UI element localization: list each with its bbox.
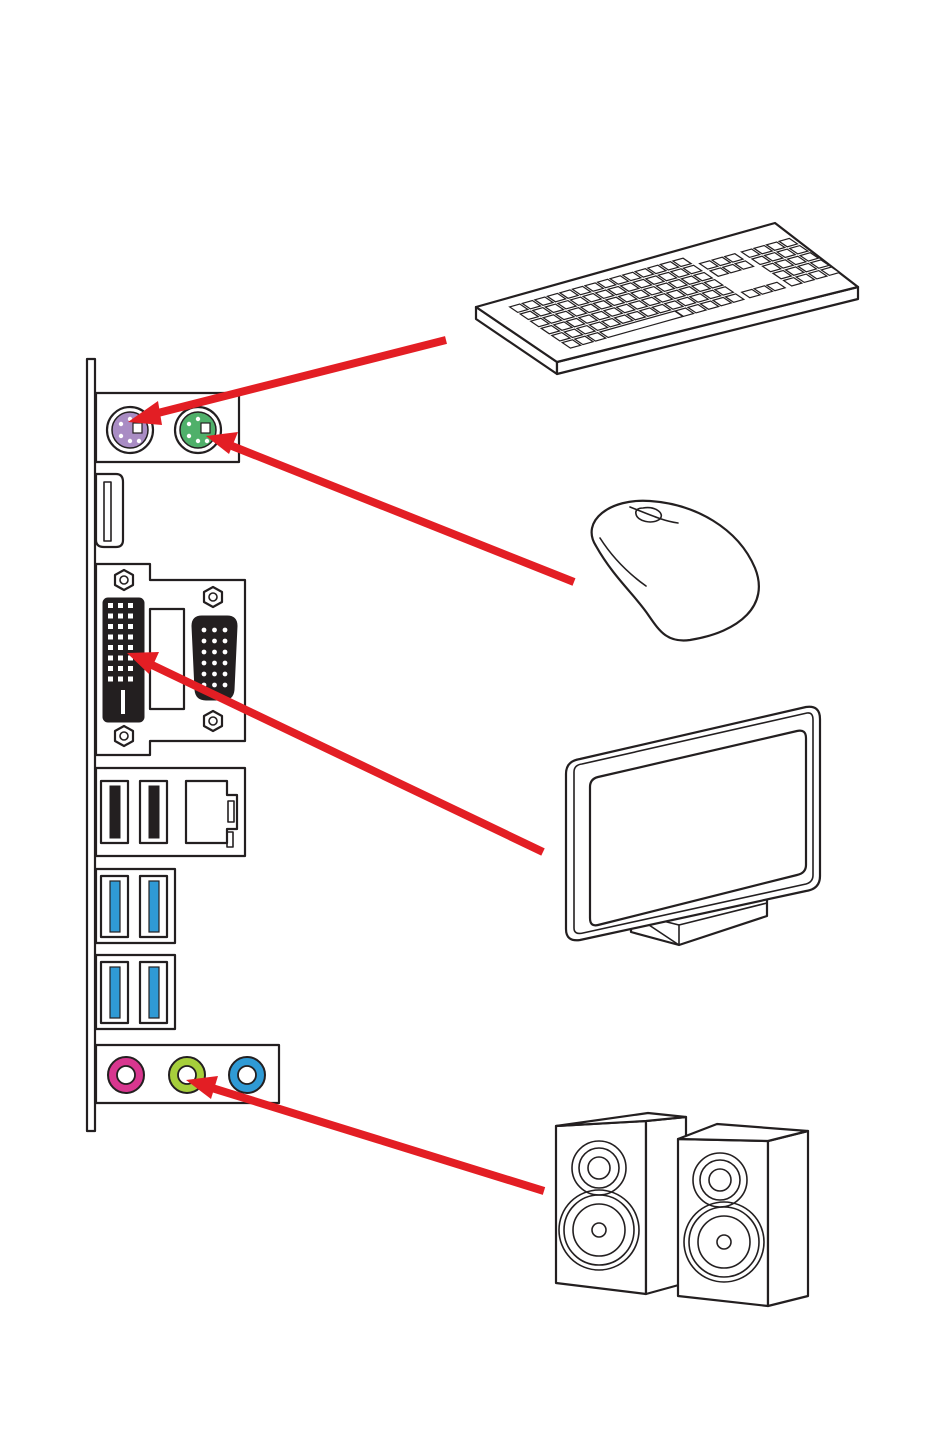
- vga-pin: [223, 683, 228, 688]
- monitor-icon: [566, 707, 820, 945]
- dvi-pin: [118, 614, 123, 619]
- arrow-speakers-to-audio: [186, 1076, 544, 1191]
- speakers-icon: [556, 1113, 808, 1306]
- dvi-pin: [128, 614, 133, 619]
- screw-bottom-right: [204, 711, 222, 731]
- arrow-keyboard-to-ps2: [128, 340, 446, 425]
- dvi-pin: [118, 656, 123, 661]
- dvi-pin: [108, 677, 113, 682]
- dvi-pin: [118, 635, 123, 640]
- dvi-pin: [128, 666, 133, 671]
- vga-pin: [202, 661, 207, 666]
- dvi-pin: [118, 603, 123, 608]
- vga-pin: [223, 661, 228, 666]
- mouse-icon: [592, 501, 759, 641]
- dvi-pin: [108, 666, 113, 671]
- screw-bottom-left: [115, 726, 133, 746]
- audio-line-in-port: [229, 1057, 265, 1093]
- io-panel-icon: [87, 359, 279, 1131]
- screw-top-right: [204, 587, 222, 607]
- vga-pin: [223, 628, 228, 633]
- dvi-pin: [108, 624, 113, 629]
- dvi-pin: [128, 677, 133, 682]
- dvi-pin: [118, 677, 123, 682]
- speaker-left: [556, 1113, 686, 1294]
- ps2-ports-block: [96, 393, 239, 462]
- vga-pin: [202, 639, 207, 644]
- usb3-port: [140, 876, 167, 937]
- dvi-pin: [118, 666, 123, 671]
- dvi-pin: [128, 603, 133, 608]
- vga-pin: [223, 650, 228, 655]
- audio-mic-in-port: [108, 1057, 144, 1093]
- ps2-mouse-port: [175, 407, 221, 453]
- dvi-pin: [128, 635, 133, 640]
- vga-pin: [212, 661, 217, 666]
- bracket-bar: [87, 359, 95, 1131]
- speaker-right: [678, 1124, 808, 1306]
- usb3-port: [140, 962, 167, 1023]
- dvi-pin: [118, 645, 123, 650]
- dvi-pin: [108, 614, 113, 619]
- hdmi-port: [96, 474, 123, 547]
- usb3-port: [101, 962, 128, 1023]
- vga-pin: [223, 639, 228, 644]
- dvi-pin: [118, 624, 123, 629]
- vga-pin: [202, 628, 207, 633]
- dvi-pin: [128, 624, 133, 629]
- video-ports-block: [96, 564, 245, 755]
- usb2-port: [101, 781, 128, 843]
- vga-pin: [212, 628, 217, 633]
- dvi-pin: [128, 645, 133, 650]
- usb2-port: [140, 781, 167, 843]
- vga-pin: [212, 650, 217, 655]
- arrow-mouse-to-ps2: [206, 432, 574, 582]
- keyboard-icon: [476, 223, 858, 374]
- vga-pin: [212, 672, 217, 677]
- usb3-port: [101, 876, 128, 937]
- vga-pin: [202, 650, 207, 655]
- audio-block: [96, 1045, 279, 1103]
- dvi-pin: [108, 656, 113, 661]
- dvi-pin: [108, 635, 113, 640]
- dvi-pin: [108, 645, 113, 650]
- usb3-block-bottom: [96, 955, 175, 1029]
- vga-pin: [223, 672, 228, 677]
- vga-pin: [212, 683, 217, 688]
- usb3-block-top: [96, 869, 175, 943]
- screw-top-left: [115, 570, 133, 590]
- dvi-pin: [108, 603, 113, 608]
- vga-pin: [212, 639, 217, 644]
- vga-pin: [202, 672, 207, 677]
- usb2-lan-block: [96, 768, 245, 856]
